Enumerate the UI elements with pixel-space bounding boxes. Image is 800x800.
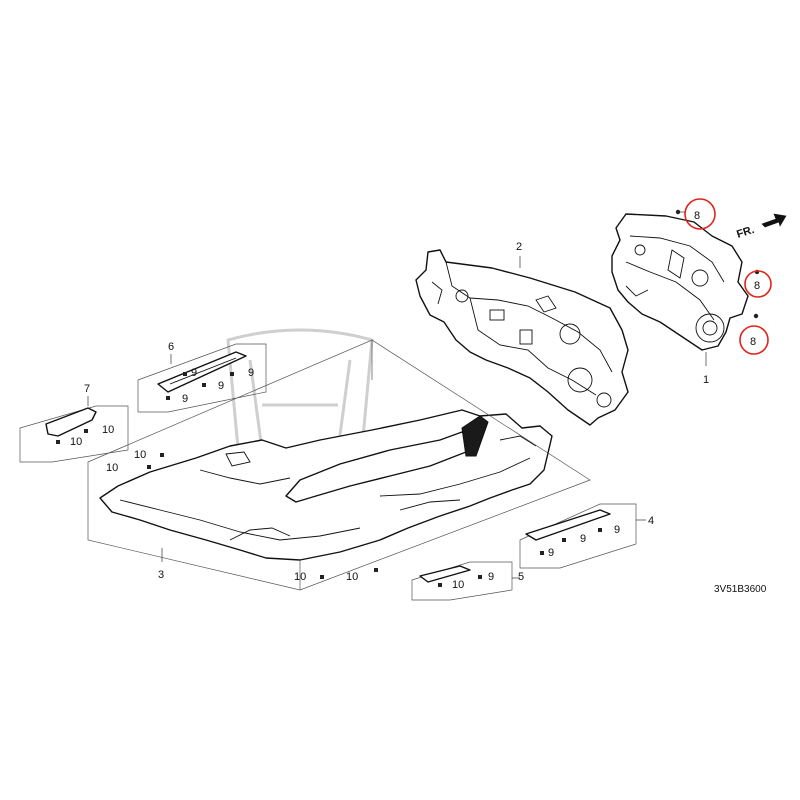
front-direction-indicator: FR.	[735, 213, 787, 241]
dash-insulator-part-2	[415, 249, 629, 426]
trim-part-5	[419, 565, 471, 583]
scuff-strip-part-6	[157, 351, 247, 393]
callout-5: 5	[518, 571, 524, 583]
callout-9a: 9	[191, 367, 197, 379]
callout-10f: 10	[346, 571, 358, 583]
callout-9c: 9	[218, 380, 224, 392]
front-direction-label: FR.	[735, 224, 756, 241]
callout-10g: 10	[452, 579, 464, 591]
callout-8c: 8	[750, 336, 756, 348]
callout-4: 4	[648, 515, 654, 527]
part-5-frame	[411, 561, 513, 601]
part-6-frame	[137, 343, 267, 413]
floor-carpet-part-3	[99, 409, 553, 561]
callout-3: 3	[158, 569, 164, 581]
callout-10b: 10	[70, 436, 82, 448]
leader-lines	[87, 211, 707, 579]
callout-1: 1	[703, 374, 709, 386]
callout-labels: 2 1 3 6 7 4 5 8 8 8 9 9 9 9 9 9 9 9 10 1…	[70, 210, 760, 591]
callout-10c: 10	[134, 449, 146, 461]
clip-markers	[56, 209, 760, 587]
callout-9d: 9	[182, 393, 188, 405]
diagram-code: 3V51B3600	[714, 584, 767, 595]
scuff-strip-part-4	[525, 509, 611, 541]
callout-9f: 9	[614, 524, 620, 536]
insulator-part-1	[611, 213, 749, 351]
callout-10a: 10	[102, 424, 114, 436]
carpet-group-frame	[87, 339, 591, 591]
part-4-frame	[519, 503, 637, 569]
callout-10d: 10	[106, 462, 118, 474]
callout-2: 2	[516, 241, 522, 253]
callout-8b: 8	[754, 280, 760, 292]
callout-6: 6	[168, 341, 174, 353]
part-7-frame	[19, 405, 129, 463]
callout-9e: 9	[580, 533, 586, 545]
callout-9b: 9	[248, 367, 254, 379]
trim-part-7	[45, 407, 97, 437]
callout-10e: 10	[294, 571, 306, 583]
front-arrow-icon	[761, 213, 787, 228]
callout-7: 7	[84, 383, 90, 395]
callout-9h: 9	[488, 571, 494, 583]
highlight-circles	[684, 198, 772, 355]
callout-9g: 9	[548, 547, 554, 559]
callout-8a: 8	[694, 210, 700, 222]
